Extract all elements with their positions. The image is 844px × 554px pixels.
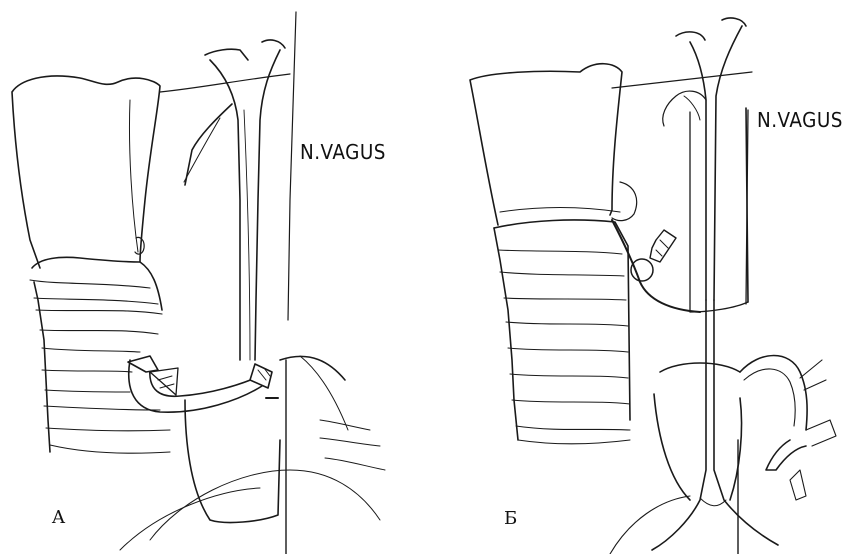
panel-a-thyroid-cartilage — [12, 76, 160, 268]
panel-b-trachea — [494, 220, 630, 444]
panel-label-a: A — [52, 507, 65, 528]
panel-a-curved-arrow — [128, 356, 278, 412]
panel-a-thyroid-notch — [129, 100, 138, 252]
panel-b-aortic-arch — [610, 356, 836, 554]
nerve-label-panel-b: N.VAGUS — [757, 108, 843, 132]
panel-b-drawing — [470, 18, 836, 554]
panel-b-suture-line — [612, 72, 752, 88]
panel-a-drawing — [12, 12, 385, 554]
nerve-label-panel-a: N.VAGUS — [300, 140, 386, 164]
panel-a-aortic-arch — [120, 356, 385, 554]
panel-a-vagus-trunk — [184, 12, 296, 360]
panel-b-pointer-arrow — [650, 230, 676, 262]
panel-a-suture-line — [160, 74, 290, 92]
panel-b-cricoid-small — [612, 182, 637, 221]
panel-a-trachea — [30, 257, 170, 453]
panel-b-anastomosis-marker — [631, 259, 653, 281]
panel-b-thyroid-cartilage — [470, 64, 622, 225]
panel-b-thyroid-ridge — [500, 208, 620, 213]
panel-label-b: Б — [504, 508, 517, 529]
panel-b-recurrent-nerve — [612, 220, 700, 312]
